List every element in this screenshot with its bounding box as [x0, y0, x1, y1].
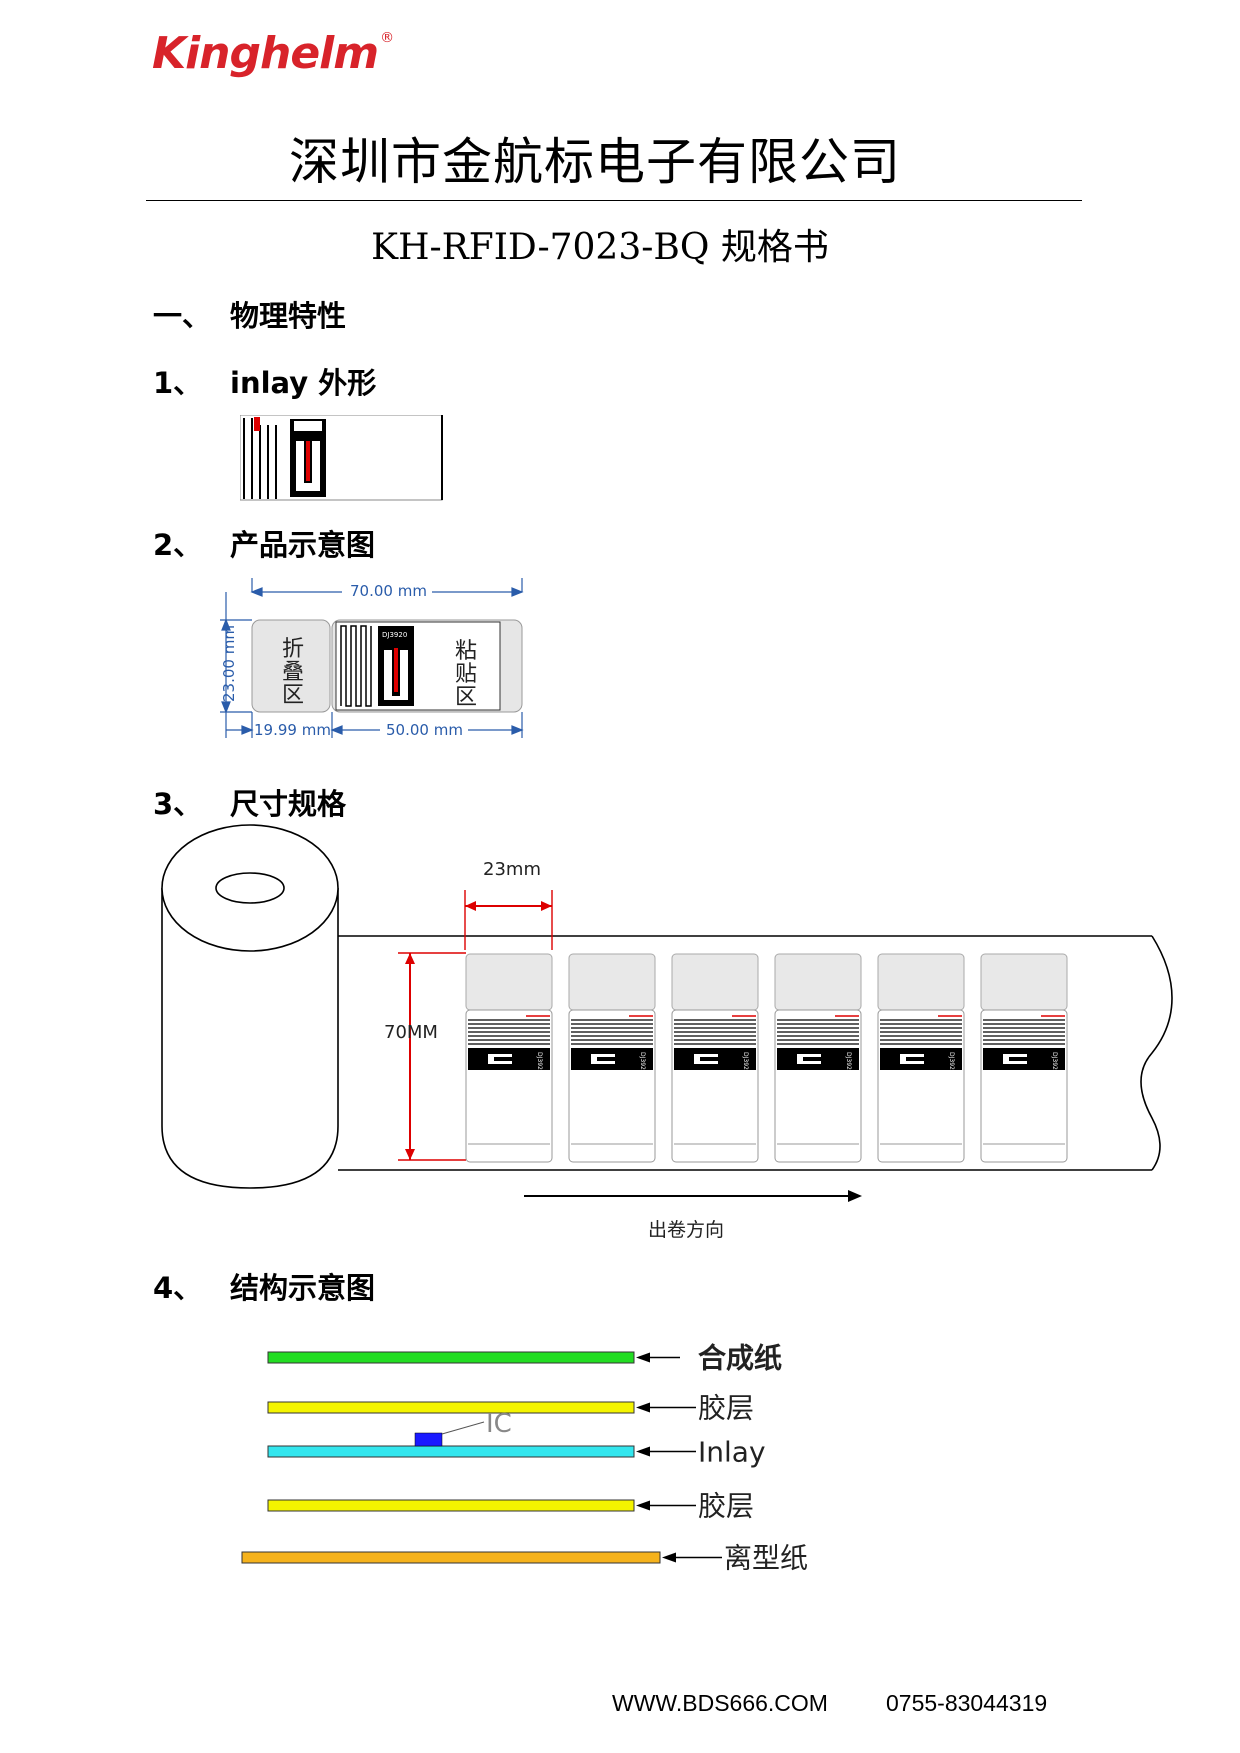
layer-label: 胶层 [698, 1392, 754, 1425]
layer-label: 合成纸 [698, 1342, 782, 1375]
section-4-number: 4、 [153, 1271, 203, 1305]
dim-width-70: 70.00 mm [350, 582, 427, 600]
section-1-title: inlay 外形 [230, 366, 377, 400]
dim-fold-width: 19.99 mm [254, 721, 331, 739]
section-main-title: 物理特性 [230, 299, 347, 333]
document-title: KH-RFID-7023-BQ 规格书 [371, 227, 829, 268]
chip-text: DJ3920 [382, 631, 407, 639]
ic-label: IC [486, 1409, 512, 1439]
roll-label-chip-text: DJ3920 [536, 1052, 543, 1074]
layer-bar [267, 1401, 635, 1414]
layer-1: 合成纸 [267, 1342, 782, 1375]
fold-zone-char-1: 折 [282, 637, 304, 662]
paste-zone-char-1: 粘 [455, 639, 477, 664]
section-2-number: 2、 [153, 528, 203, 562]
fold-zone-char-2: 叠 [282, 660, 304, 685]
paste-zone-char-2: 贴 [455, 662, 477, 687]
section-1-number: 1、 [153, 366, 203, 400]
company-name: 深圳市金航标电子有限公司 [289, 133, 901, 191]
roll-label: DJ3920 [774, 953, 862, 1163]
section-4-title: 结构示意图 [230, 1271, 376, 1305]
dim-height-23: 23.00 mm [220, 625, 238, 702]
layer-bar [241, 1551, 661, 1564]
roll-label: DJ3920 [568, 953, 656, 1163]
roll-label: DJ3920 [465, 953, 553, 1163]
dim-pitch: 23mm [483, 859, 541, 880]
layer-label: Inlay [698, 1436, 766, 1469]
layer-5: 离型纸 [241, 1542, 808, 1575]
roll-label-chip-text: DJ3920 [948, 1052, 955, 1074]
roll-label: DJ3920 [671, 953, 759, 1163]
roll-label-chip-text: DJ3920 [639, 1052, 646, 1074]
layer-bar [267, 1499, 635, 1512]
dim-height: 70MM [384, 1022, 438, 1043]
footer-website: WWW.BDS666.COM [612, 1690, 828, 1716]
section-3-title: 尺寸规格 [230, 787, 347, 821]
section-2-title: 产品示意图 [230, 528, 376, 562]
section-main-number: 一、 [153, 299, 212, 333]
roll-label: DJ3920 [877, 953, 965, 1163]
roll-label-chip-text: DJ3920 [742, 1052, 749, 1074]
fold-zone-char-3: 区 [282, 683, 304, 708]
footer-phone: 0755-83044319 [886, 1690, 1048, 1716]
ic-chip [414, 1432, 443, 1447]
roll-label-chip-text: DJ3920 [1051, 1052, 1058, 1074]
layer-bar [267, 1445, 635, 1458]
dim-label-width: 50.00 mm [386, 721, 463, 739]
layer-label: 胶层 [698, 1490, 754, 1523]
roll-label: DJ3920 [980, 953, 1068, 1163]
roll-labels: DJ3920 DJ3920 DJ3920 DJ3920 DJ3920 DJ3920 [465, 953, 1068, 1163]
paste-zone-char-3: 区 [455, 685, 477, 710]
roll-label-chip-text: DJ3920 [845, 1052, 852, 1074]
layer-4: 胶层 [267, 1490, 754, 1523]
section-3-number: 3、 [153, 787, 203, 821]
layer-2: 胶层 [267, 1392, 754, 1425]
layer-bar [267, 1351, 635, 1364]
layer-label: 离型纸 [724, 1542, 808, 1575]
product-diagram: 70.00 mm 23.00 mm 19.99 mm 50.00 mm 折 叠 … [220, 578, 524, 739]
company-logo: Kinghelm® [152, 28, 394, 79]
logo-text: Kinghelm [152, 28, 379, 79]
fold-zone [251, 619, 331, 713]
direction-label: 出卷方向 [648, 1219, 724, 1241]
registered-mark: ® [380, 30, 394, 46]
layer-3: Inlay [267, 1436, 766, 1469]
inlay-image [240, 415, 443, 501]
header-divider [146, 200, 1082, 201]
